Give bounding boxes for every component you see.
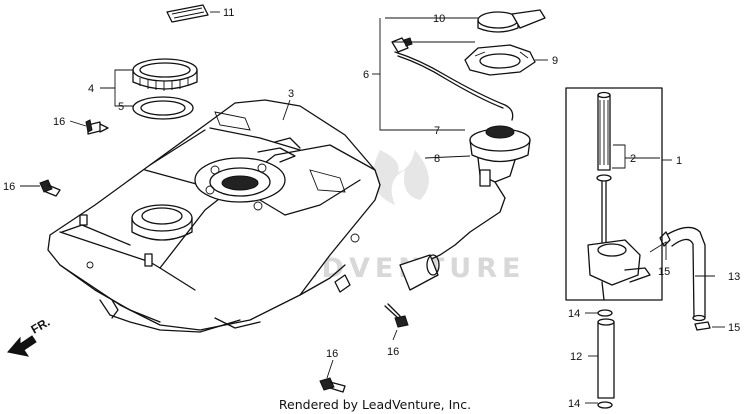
callout-15-lower: 15 <box>728 322 740 334</box>
callout-1: 1 <box>676 155 682 167</box>
fuel-tank-cap <box>477 9 546 33</box>
gauge-retaining-ring <box>464 44 536 76</box>
watermark-flame-icon <box>372 150 429 205</box>
fuel-gauge-unit <box>391 37 531 291</box>
callout-6: 6 <box>363 69 369 81</box>
fuel-hose <box>667 226 706 322</box>
callout-8: 8 <box>434 153 440 165</box>
callout-2: 2 <box>630 153 636 165</box>
tank-gasket <box>132 96 194 120</box>
callout-14-lower: 14 <box>568 398 580 410</box>
render-credit: Rendered by LeadVenture, Inc. <box>278 397 472 412</box>
fuel-tank <box>47 99 381 333</box>
callout-7: 7 <box>434 125 440 137</box>
leader-lines <box>20 11 725 404</box>
bolt-middle <box>384 303 409 328</box>
tank-filter-screen <box>132 58 198 91</box>
washer-top <box>597 309 613 317</box>
callout-12: 12 <box>570 351 582 363</box>
callout-9: 9 <box>552 55 558 67</box>
callout-5: 5 <box>118 101 124 113</box>
hose-clip-upper <box>659 231 671 247</box>
bolt-top-left <box>85 119 109 135</box>
front-direction-marker: FR. <box>7 315 53 357</box>
bolt-left <box>39 179 61 197</box>
callout-16-top-left: 16 <box>53 116 65 128</box>
callout-16-left: 16 <box>3 181 15 193</box>
caution-label-lines <box>171 7 205 19</box>
callouts: 11 4 5 16 16 3 10 6 9 7 8 2 1 15 13 15 1… <box>3 7 740 410</box>
hose-clip-lower <box>694 321 711 331</box>
fuel-cock-group-box <box>565 87 663 301</box>
washer-bottom <box>597 401 613 409</box>
callout-14-upper: 14 <box>568 308 580 320</box>
callout-10: 10 <box>433 13 445 25</box>
callout-13: 13 <box>728 271 740 283</box>
callout-4: 4 <box>88 83 94 95</box>
bolt-bottom <box>319 377 346 393</box>
fuel-cock-assembly <box>565 87 663 301</box>
callout-3: 3 <box>288 88 294 100</box>
front-arrow-icon <box>7 335 37 357</box>
fuel-pipe <box>597 318 615 399</box>
callout-16-middle: 16 <box>387 346 399 358</box>
front-label: FR. <box>29 315 53 337</box>
callout-16-bottom: 16 <box>326 348 338 360</box>
callout-15-upper: 15 <box>658 266 670 278</box>
callout-11: 11 <box>223 7 234 19</box>
